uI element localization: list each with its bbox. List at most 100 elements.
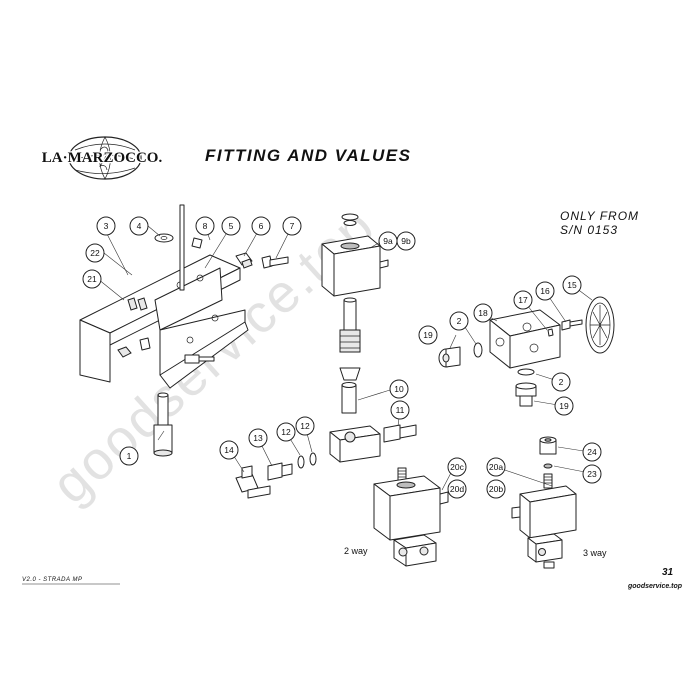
svg-text:19: 19 [559, 401, 569, 411]
page-title: FITTING AND VALUES [205, 146, 412, 165]
svg-text:21: 21 [87, 274, 97, 284]
callout-4: 4 [129, 216, 149, 236]
callout-14: 14 [219, 440, 239, 460]
callout-3: 3 [96, 216, 116, 236]
oring-2-left [473, 342, 483, 358]
callout-21: 21 [82, 269, 102, 289]
fitting-7 [261, 255, 289, 269]
bracket-assembly [79, 254, 249, 389]
manifold-block-18 [489, 309, 561, 369]
callout-15: 15 [562, 275, 582, 295]
oring-12b [309, 452, 317, 466]
svg-text:19: 19 [423, 330, 433, 340]
callout-17: 17 [513, 290, 533, 310]
fitting-13 [267, 462, 293, 481]
svg-text:12: 12 [300, 421, 310, 431]
callout-12: 12 [276, 422, 296, 442]
callout-13: 13 [248, 428, 268, 448]
fitting-6 [235, 252, 253, 269]
svg-text:15: 15 [567, 280, 577, 290]
serial-note-line2: S/N 0153 [560, 223, 619, 237]
callout-5: 5 [221, 216, 241, 236]
fitting-19-lower [515, 382, 537, 407]
svg-text:20a: 20a [489, 462, 503, 472]
revision-note: V2.0 - STRADA MP [22, 577, 83, 583]
cap-24 [539, 436, 557, 455]
solenoid-valve-3-way [511, 473, 577, 569]
svg-text:3: 3 [104, 221, 109, 231]
callout-1: 1 [119, 446, 139, 466]
callout-22: 22 [85, 243, 105, 263]
pin-17 [547, 328, 554, 337]
plunger-10 [341, 382, 357, 414]
svg-text:18: 18 [478, 308, 488, 318]
svg-text:6: 6 [259, 221, 264, 231]
solenoid-coil-9 [321, 213, 389, 297]
callout-9b: 9b [396, 231, 416, 251]
callout-19: 19 [418, 325, 438, 345]
callout-7: 7 [282, 216, 302, 236]
solenoid-valve-2-way [373, 467, 449, 567]
callout-20a: 20a [486, 457, 506, 477]
svg-text:13: 13 [253, 433, 263, 443]
svg-text:23: 23 [587, 469, 597, 479]
svg-text:11: 11 [396, 405, 405, 415]
valve-body-10 [329, 425, 381, 463]
svg-text:4: 4 [137, 221, 142, 231]
callout-20c: 20c [447, 457, 467, 477]
callout-9a: 9a [378, 231, 398, 251]
svg-text:2: 2 [457, 316, 462, 326]
oring-23 [543, 463, 553, 469]
callout-23: 23 [582, 464, 602, 484]
serial-note-line1: ONLY FROM [560, 209, 640, 223]
svg-text:10: 10 [394, 384, 404, 394]
serial-note: ONLY FROM S/N 0153 [560, 209, 660, 237]
three-way-label: 3 way [583, 548, 607, 558]
callout-24: 24 [582, 442, 602, 462]
svg-text:7: 7 [290, 221, 295, 231]
rod-8 [179, 204, 185, 291]
callout-20d: 20d [447, 479, 467, 499]
svg-text:20d: 20d [450, 484, 464, 494]
callout-16: 16 [535, 281, 555, 301]
svg-text:1: 1 [127, 451, 132, 461]
svg-text:9a: 9a [383, 236, 393, 246]
svg-text:16: 16 [540, 286, 550, 296]
svg-text:5: 5 [229, 221, 234, 231]
svg-text:8: 8 [203, 221, 208, 231]
callout-8: 8 [195, 216, 215, 236]
callout-11: 11 [390, 400, 410, 420]
fitting-19-left [438, 346, 461, 368]
brand-logo-text: LA·MARZOCCO. [42, 150, 163, 166]
callout-6: 6 [251, 216, 271, 236]
two-way-label: 2 way [344, 546, 368, 556]
svg-text:17: 17 [518, 295, 528, 305]
svg-text:22: 22 [90, 248, 100, 258]
svg-text:2: 2 [559, 377, 564, 387]
svg-text:14: 14 [224, 445, 234, 455]
oring-12a [297, 455, 305, 469]
callout-19: 19 [554, 396, 574, 416]
callout-2: 2 [551, 372, 571, 392]
disc-15 [585, 296, 615, 354]
valve-tube [339, 297, 361, 353]
svg-text:24: 24 [587, 447, 597, 457]
pin-1 [153, 392, 173, 457]
elbow-fitting-14 [235, 465, 271, 499]
wing-screw [191, 237, 203, 249]
oring-2-lower [517, 368, 535, 376]
callout-18: 18 [473, 303, 493, 323]
callout-12: 12 [295, 416, 315, 436]
site-credit: goodservice.top [628, 583, 683, 590]
callout-10: 10 [389, 379, 409, 399]
screw-16 [561, 319, 583, 331]
svg-text:20c: 20c [450, 462, 464, 472]
svg-text:20b: 20b [489, 484, 503, 494]
svg-text:12: 12 [281, 427, 291, 437]
page-number: 31 [662, 567, 674, 578]
seal-cup [339, 367, 361, 381]
nut-4 [154, 233, 174, 243]
brand-logo: LA·MARZOCCO. [41, 136, 164, 180]
